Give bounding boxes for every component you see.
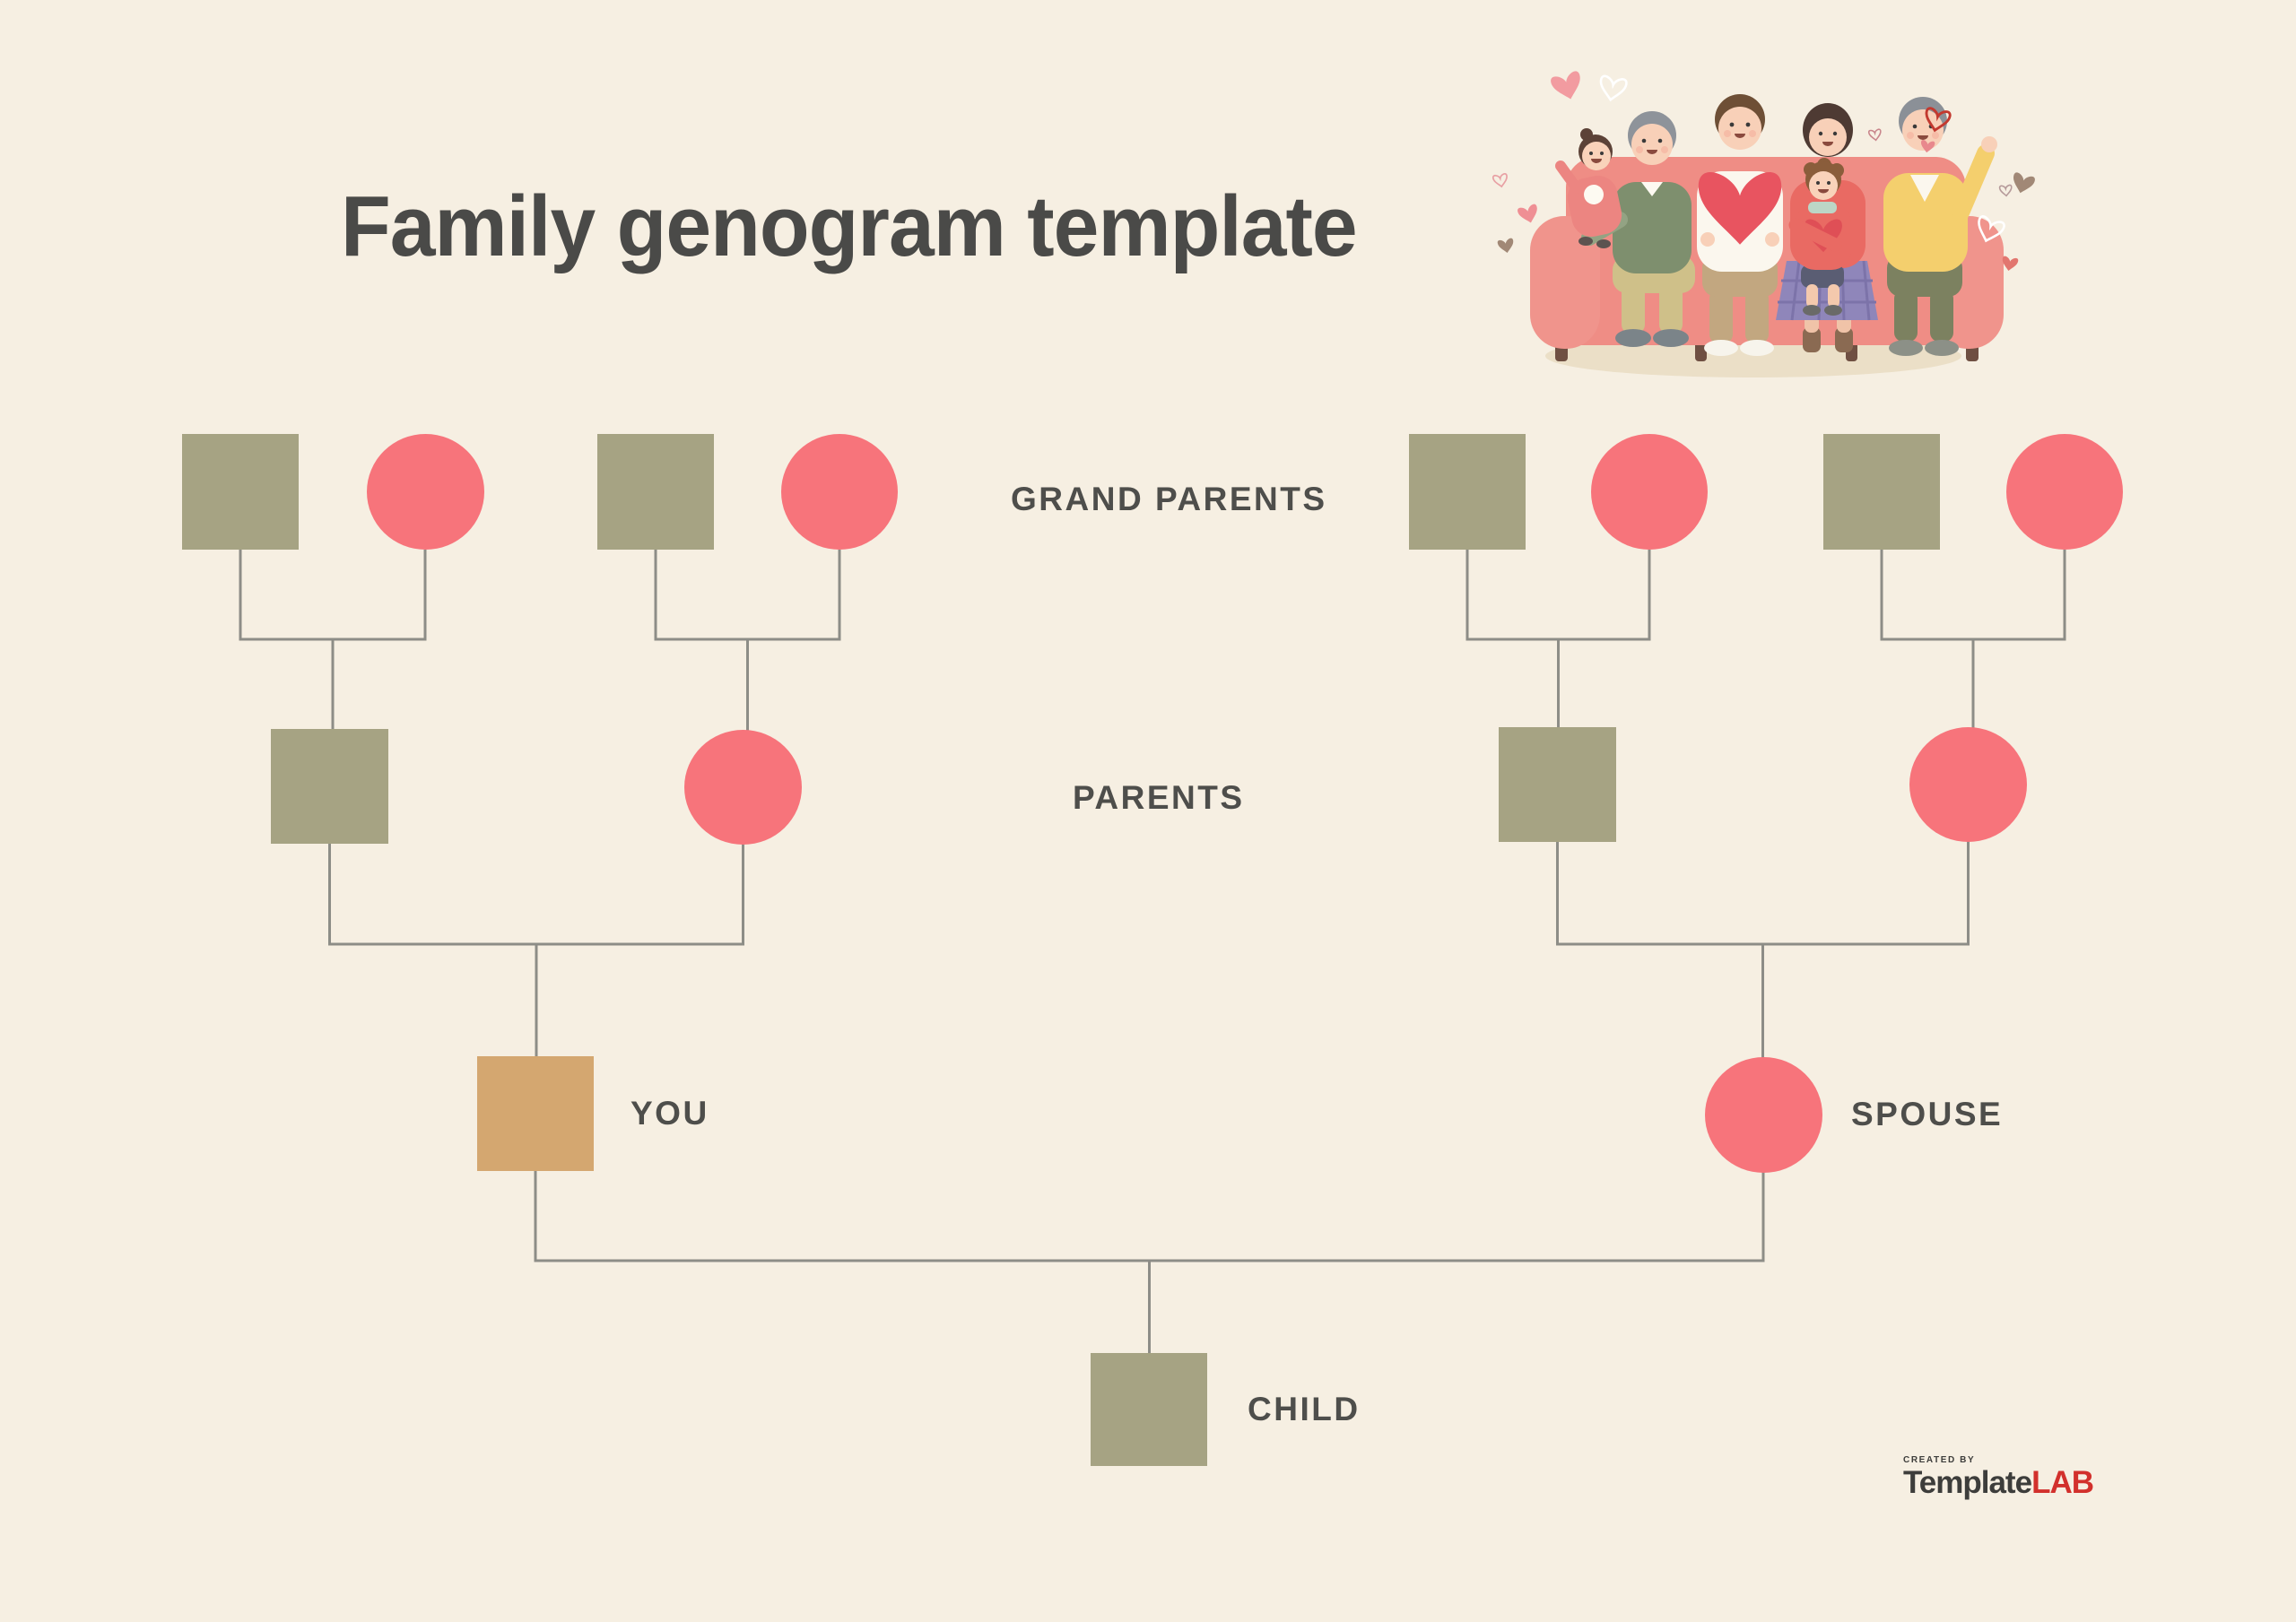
node-spouse-paternal-grandfather	[1409, 434, 1526, 550]
node-child	[1091, 1353, 1207, 1466]
label-parents: PARENTS	[1073, 779, 1245, 816]
node-paternal-grandfather	[182, 434, 299, 550]
brand-name: TemplateLAB	[1903, 1465, 2094, 1500]
templatelab-logo: CREATED BY TemplateLAB	[1903, 1455, 2094, 1500]
node-spouse	[1705, 1057, 1822, 1173]
node-spouse-father	[1499, 727, 1616, 842]
node-spouse-maternal-grandmother	[2006, 434, 2123, 550]
node-spouse-mother	[1909, 727, 2027, 842]
node-maternal-grandfather	[597, 434, 714, 550]
node-mother	[684, 730, 802, 845]
node-you	[477, 1056, 594, 1171]
baby-figure	[1555, 128, 1622, 248]
created-by-text: CREATED BY	[1903, 1455, 1976, 1465]
node-paternal-grandmother	[367, 434, 484, 550]
node-spouse-maternal-grandfather	[1823, 434, 1940, 550]
label-child: CHILD	[1248, 1391, 1361, 1427]
node-spouse-paternal-grandmother	[1591, 434, 1708, 550]
node-maternal-grandmother	[781, 434, 898, 550]
page-title: Family genogram template	[341, 178, 1358, 274]
brand-name-dark: Template	[1903, 1465, 2032, 1500]
label-you: YOU	[631, 1095, 709, 1132]
brand-name-red: LAB	[2031, 1465, 2094, 1500]
node-father	[271, 729, 388, 844]
boy-figure	[1788, 158, 1851, 316]
family-illustration	[1492, 70, 2036, 377]
waving-grandfather-figure	[1883, 97, 1997, 356]
label-grandparents: GRAND PARENTS	[1011, 481, 1327, 517]
father-figure	[1697, 94, 1783, 356]
label-spouse: SPOUSE	[1851, 1096, 2004, 1132]
